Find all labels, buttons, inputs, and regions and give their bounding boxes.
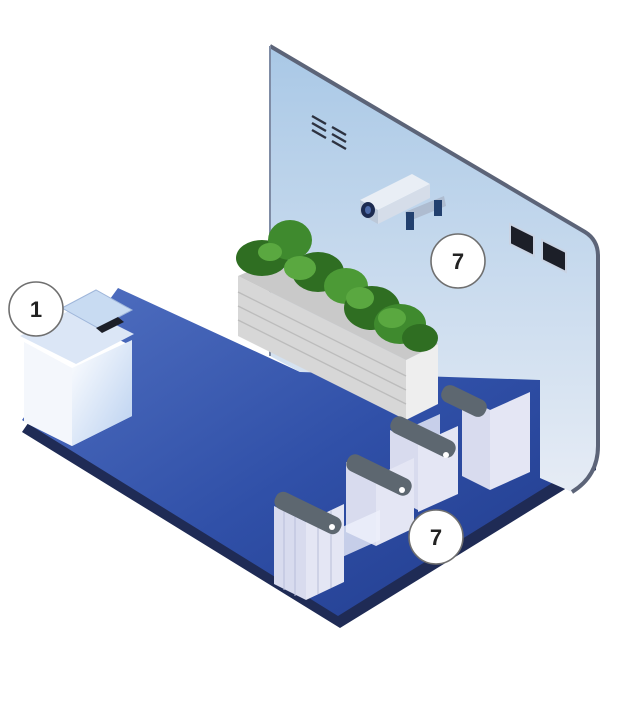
marker-kiosk: 1 bbox=[8, 281, 64, 337]
marker-turnstiles: 7 bbox=[408, 509, 464, 565]
self-service-kiosk bbox=[20, 289, 134, 446]
turnstile-gate bbox=[340, 454, 414, 558]
turnstile-gates bbox=[274, 385, 530, 600]
security-camera-icon bbox=[360, 174, 446, 230]
marker-label: 7 bbox=[430, 525, 442, 550]
wall-vent bbox=[311, 114, 347, 151]
marker-label: 7 bbox=[452, 249, 464, 274]
wall-windows bbox=[509, 222, 567, 274]
marker-camera: 7 bbox=[430, 233, 486, 289]
plants bbox=[236, 220, 438, 352]
marker-label: 1 bbox=[30, 297, 42, 322]
turnstile-gate bbox=[274, 491, 344, 600]
